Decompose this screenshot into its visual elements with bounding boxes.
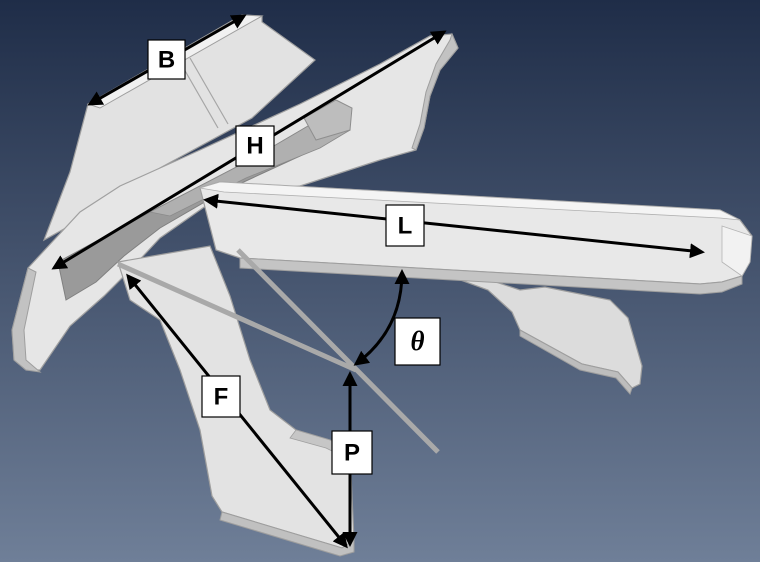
right-lower-blade: [439, 261, 643, 389]
dimension-arc-theta: [353, 269, 410, 366]
label-P: P: [331, 430, 373, 475]
label-H: H: [235, 125, 275, 167]
label-B-text: B: [158, 47, 175, 74]
label-H-text: H: [246, 133, 263, 160]
label-B: B: [147, 39, 186, 80]
dimension-arrow-L: [203, 193, 705, 259]
label-theta-text: θ: [410, 326, 424, 356]
label-F: F: [201, 375, 241, 418]
label-theta: θ: [394, 317, 441, 366]
label-L: L: [385, 204, 425, 247]
label-F-text: F: [214, 384, 229, 411]
label-P-text: P: [344, 440, 360, 467]
label-L-text: L: [398, 213, 413, 240]
